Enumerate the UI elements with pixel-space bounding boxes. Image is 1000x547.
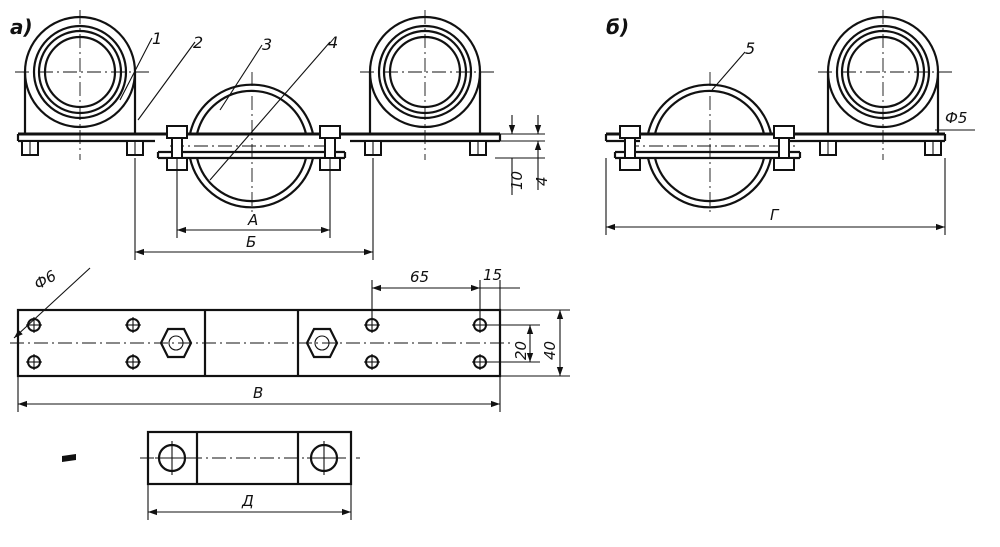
dim-V: В (253, 384, 263, 402)
hex-bolt-heads (159, 327, 339, 359)
base-plate-plan: Ф6 65 15 20 40 В (10, 266, 570, 412)
part-number-2: 2 (193, 33, 203, 52)
pipe-clamp-left (15, 10, 150, 160)
dim-A: А (247, 211, 258, 229)
view-label-a: а) (10, 15, 33, 39)
part-number-4: 4 (328, 33, 338, 52)
dim-10: 10 (508, 171, 526, 190)
nuts-a (21, 140, 487, 156)
span-dimension-g (605, 158, 946, 235)
center-clamp-a (156, 72, 347, 215)
dim-65: 65 (410, 268, 429, 286)
dim-D: Д (241, 492, 254, 510)
pipe-clamp-right (360, 10, 495, 160)
part-number-5: 5 (745, 39, 755, 58)
part-number-1: 1 (152, 29, 162, 48)
leaders-a (119, 37, 331, 181)
dim-hole-6: Ф6 (31, 267, 59, 294)
dim-4: 4 (533, 176, 551, 186)
pipe-clamp-b (818, 10, 955, 160)
dim-hole-5: Ф5 (945, 109, 967, 127)
dim-G: Г (770, 206, 780, 224)
hole-dim-leader-left (13, 267, 91, 339)
dim-20: 20 (512, 341, 530, 360)
part-number-3: 3 (262, 35, 272, 54)
view-b: б) 5 Ф5 Г (604, 10, 975, 235)
length-dimension-v (17, 376, 501, 412)
mounting-holes (26, 317, 488, 370)
view-label-b: б) (606, 15, 629, 39)
connecting-strip (62, 430, 360, 520)
nuts-b (819, 140, 942, 156)
leader-5 (711, 51, 746, 91)
dim-B: Б (246, 233, 256, 251)
dim-15: 15 (483, 266, 502, 284)
base-strip-a (16, 132, 502, 143)
span-dimensions-a (134, 158, 374, 260)
dim-40: 40 (541, 341, 559, 360)
thickness-dimension (495, 115, 545, 195)
side-dimensions (488, 309, 570, 377)
center-clamp-b (613, 72, 802, 215)
top-dimensions (371, 280, 520, 318)
stray-mark (62, 454, 76, 462)
view-a: а) 1 2 3 4 10 4 А Б (10, 10, 551, 260)
